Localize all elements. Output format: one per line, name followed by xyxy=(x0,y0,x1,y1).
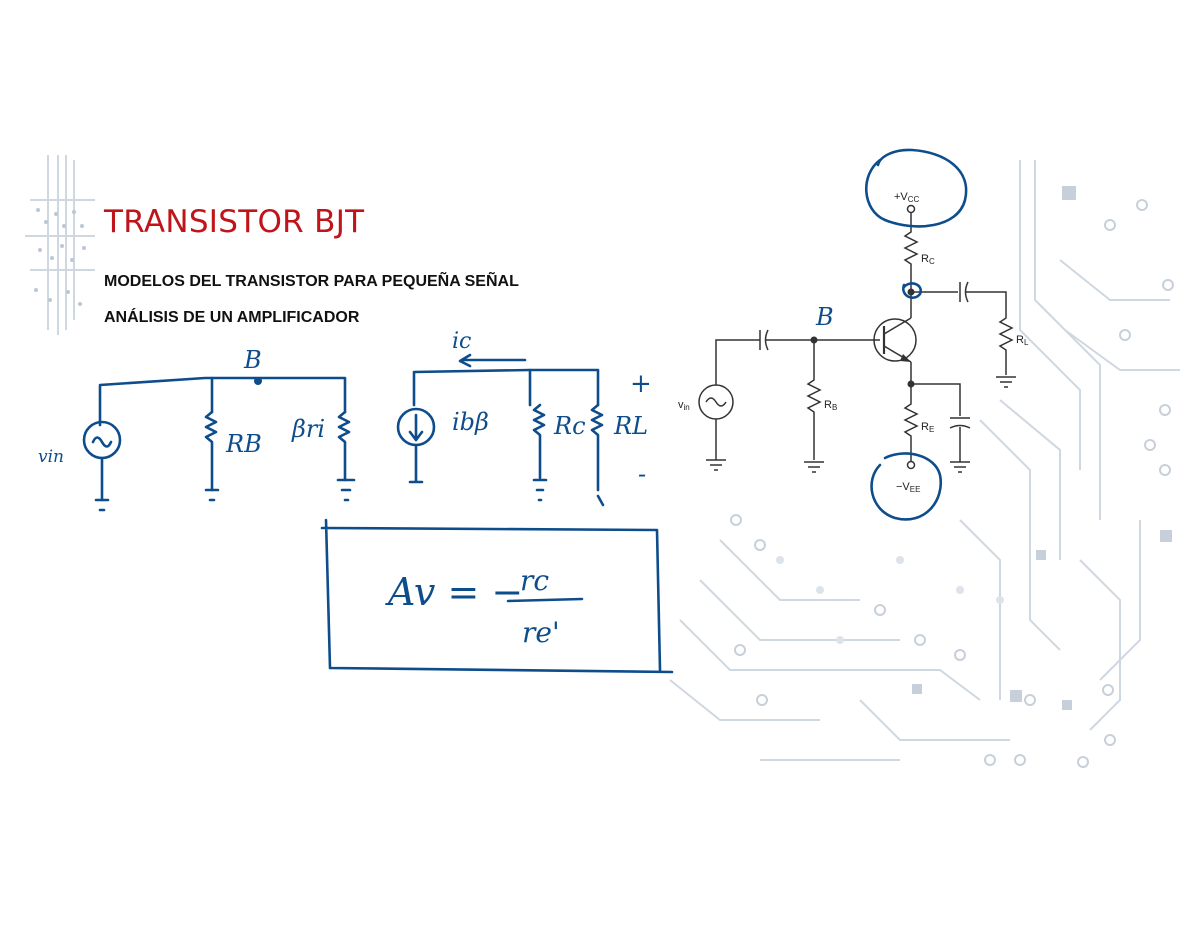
formula-box xyxy=(320,518,674,674)
vcc-label: +VCC xyxy=(894,191,920,204)
ink-node-b-label: B xyxy=(243,346,262,374)
slide-title: TRANSISTOR BJT xyxy=(104,204,365,240)
ink-rb-resistor xyxy=(204,410,218,492)
ink-plus-sign: + xyxy=(630,369,652,399)
formula-denominator: re' xyxy=(522,616,560,649)
ink-rl-label: RL xyxy=(613,412,648,440)
left-circuit-logo xyxy=(25,155,95,335)
ink-vin-label: vin xyxy=(38,447,64,467)
ic-label: ic xyxy=(452,329,471,354)
ink-beta-ri-resistor xyxy=(337,410,351,482)
ink-ground-1 xyxy=(94,498,110,512)
ink-ib-beta-label: ibβ xyxy=(452,408,489,436)
rl-label: RL xyxy=(1016,334,1029,347)
ink-minus-sign: - xyxy=(638,460,646,488)
ink-beta-ri-label: βri xyxy=(291,415,325,443)
ink-rb-label: RB xyxy=(225,430,262,458)
collector-circle-annotation xyxy=(902,282,922,299)
ink-rc-label: Rc xyxy=(553,412,586,440)
formula-lhs: Av = − xyxy=(385,570,523,614)
bjt-transistor xyxy=(873,317,917,363)
ink-rc-resistor xyxy=(532,403,546,480)
vcc-circle-annotation xyxy=(865,148,968,228)
rc-resistor xyxy=(903,212,919,292)
ink-current-source-arrow xyxy=(408,413,424,442)
ink-ground-5 xyxy=(532,478,548,502)
ic-arrow xyxy=(458,353,527,368)
ink-rl-resistor xyxy=(590,403,604,492)
input-source: vin xyxy=(678,384,734,420)
re-label: RE xyxy=(921,421,934,434)
vee-circle-annotation xyxy=(870,452,943,521)
rb-resistor xyxy=(806,340,822,460)
ground-vin xyxy=(706,459,726,471)
input-capacitor xyxy=(759,329,769,351)
right-circuit-decoration xyxy=(669,160,1180,768)
formula-numerator: rc xyxy=(520,564,549,597)
ground-rb xyxy=(804,461,824,473)
rl-resistor xyxy=(966,291,1014,375)
schematic-node-b-label: B xyxy=(815,303,834,331)
rb-label: RB xyxy=(824,399,837,412)
ground-bypass xyxy=(950,461,970,473)
output-capacitor xyxy=(959,281,969,303)
bypass-capacitor xyxy=(949,417,971,429)
ink-source-wave xyxy=(91,436,113,448)
vin-label: vin xyxy=(678,399,690,412)
ink-ground-2 xyxy=(204,488,220,502)
vee-terminal xyxy=(906,460,916,470)
ink-ground-4 xyxy=(408,443,424,484)
formula-fraction-bar xyxy=(506,597,584,603)
slide-subtitle-models: MODELOS DEL TRANSISTOR PARA PEQUEÑA SEÑA… xyxy=(104,273,519,290)
vcc-terminal xyxy=(906,204,916,214)
slide-subtitle-analysis: ANÁLISIS DE UN AMPLIFICADOR xyxy=(104,309,360,326)
collector-wire-top xyxy=(412,368,600,407)
ink-node-b-dot xyxy=(254,377,262,385)
vee-label: −VEE xyxy=(896,481,920,494)
rc-label: RC xyxy=(921,253,935,266)
re-resistor xyxy=(903,384,919,462)
ground-rl xyxy=(996,376,1016,388)
ink-ground-3 xyxy=(336,478,356,502)
base-wire-top xyxy=(98,376,347,427)
ink-ground-6 xyxy=(596,494,605,507)
